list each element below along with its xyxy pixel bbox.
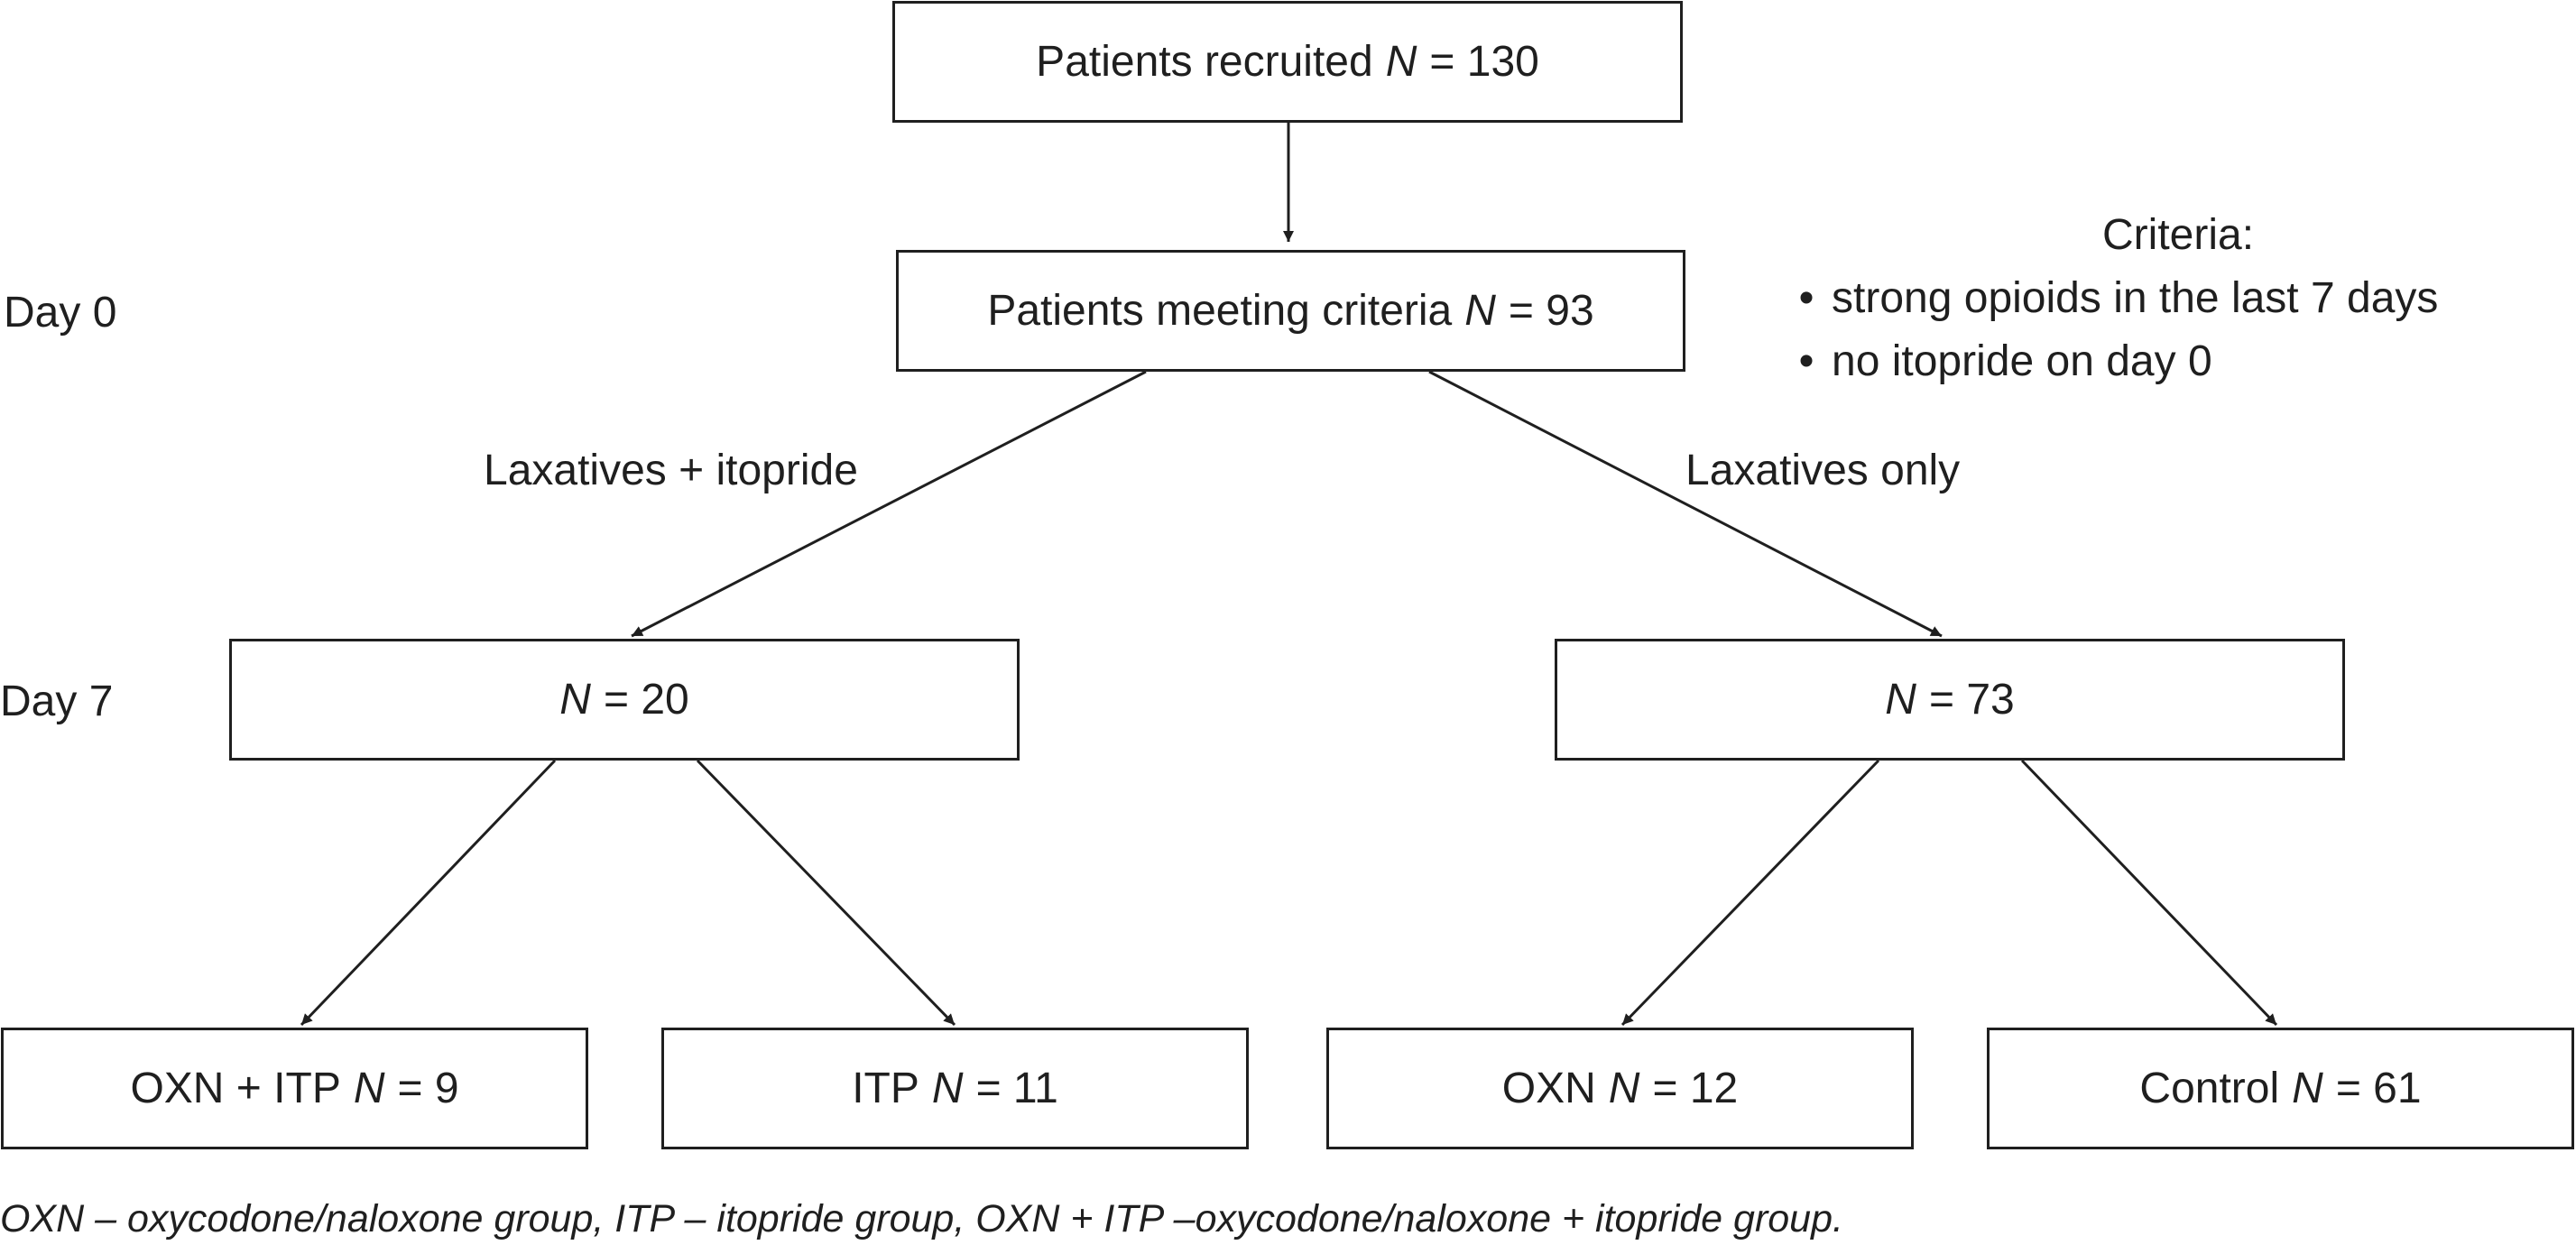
count-value: = 73: [1928, 675, 2015, 724]
laxatives-only-arm-box: N = 73: [1555, 639, 2345, 761]
box-label: OXN: [1501, 1064, 1596, 1112]
criteria-item-text: no itopride on day 0: [1832, 337, 2212, 385]
n-symbol: N: [353, 1064, 385, 1112]
n-symbol: N: [559, 675, 591, 724]
connector-itopride-arm-to-oxn-itp: [300, 759, 557, 1027]
criteria-item: • no itopride on day 0: [1794, 330, 2438, 393]
n-symbol: N: [1385, 37, 1417, 86]
footnote: OXN – oxycodone/naloxone group, ITP – it…: [0, 1197, 1843, 1240]
day-7-label: Day 7: [0, 678, 114, 725]
n-symbol: N: [1885, 675, 1916, 724]
criteria-item: • strong opioids in the last 7 days: [1794, 267, 2439, 330]
count-value: = 61: [2335, 1064, 2422, 1112]
box-label: Patients recruited: [1036, 37, 1373, 86]
bullet-icon: •: [1798, 274, 1814, 322]
box-label: Control: [2139, 1064, 2280, 1112]
n-symbol: N: [1608, 1064, 1640, 1112]
patients-meeting-criteria-box: Patients meeting criteria N = 93: [896, 250, 1685, 372]
connector-meeting-to-laxatives-arm: [1428, 370, 1943, 638]
criteria-item-text: strong opioids in the last 7 days: [1832, 274, 2439, 322]
branch-label-laxatives-itopride: Laxatives + itopride: [484, 447, 858, 494]
bullet-icon: •: [1798, 337, 1814, 385]
n-symbol: N: [1464, 286, 1496, 335]
count-value: = 9: [397, 1064, 459, 1112]
control-group-box: Control N = 61: [1987, 1028, 2574, 1149]
oxn-itp-group-box: OXN + ITP N = 9: [1, 1028, 588, 1149]
itopride-arm-box: N = 20: [229, 639, 1020, 761]
box-label: OXN + ITP: [130, 1064, 341, 1112]
oxn-group-box: OXN N = 12: [1326, 1028, 1914, 1149]
branch-label-laxatives-only: Laxatives only: [1685, 447, 1961, 494]
count-value: = 11: [975, 1064, 1058, 1112]
count-value: = 20: [603, 675, 689, 724]
connector-laxatives-arm-to-control: [2020, 759, 2278, 1027]
n-symbol: N: [2292, 1064, 2323, 1112]
box-label: Patients meeting criteria: [987, 286, 1453, 335]
criteria-title: Criteria:: [2102, 211, 2255, 259]
count-value: = 93: [1508, 286, 1594, 335]
connector-itopride-arm-to-itp: [696, 759, 956, 1027]
itp-group-box: ITP N = 11: [661, 1028, 1249, 1149]
connector-laxatives-arm-to-oxn: [1620, 759, 1880, 1027]
connector-meeting-to-itopride-arm: [631, 370, 1147, 638]
day-0-label: Day 0: [4, 289, 117, 337]
criteria-note: Criteria: • strong opioids in the last 7…: [1794, 204, 2439, 393]
patients-recruited-box: Patients recruited N = 130: [892, 1, 1683, 123]
n-symbol: N: [931, 1064, 964, 1112]
count-value: = 130: [1429, 37, 1539, 86]
count-value: = 12: [1652, 1064, 1739, 1112]
box-label: ITP: [852, 1064, 919, 1112]
